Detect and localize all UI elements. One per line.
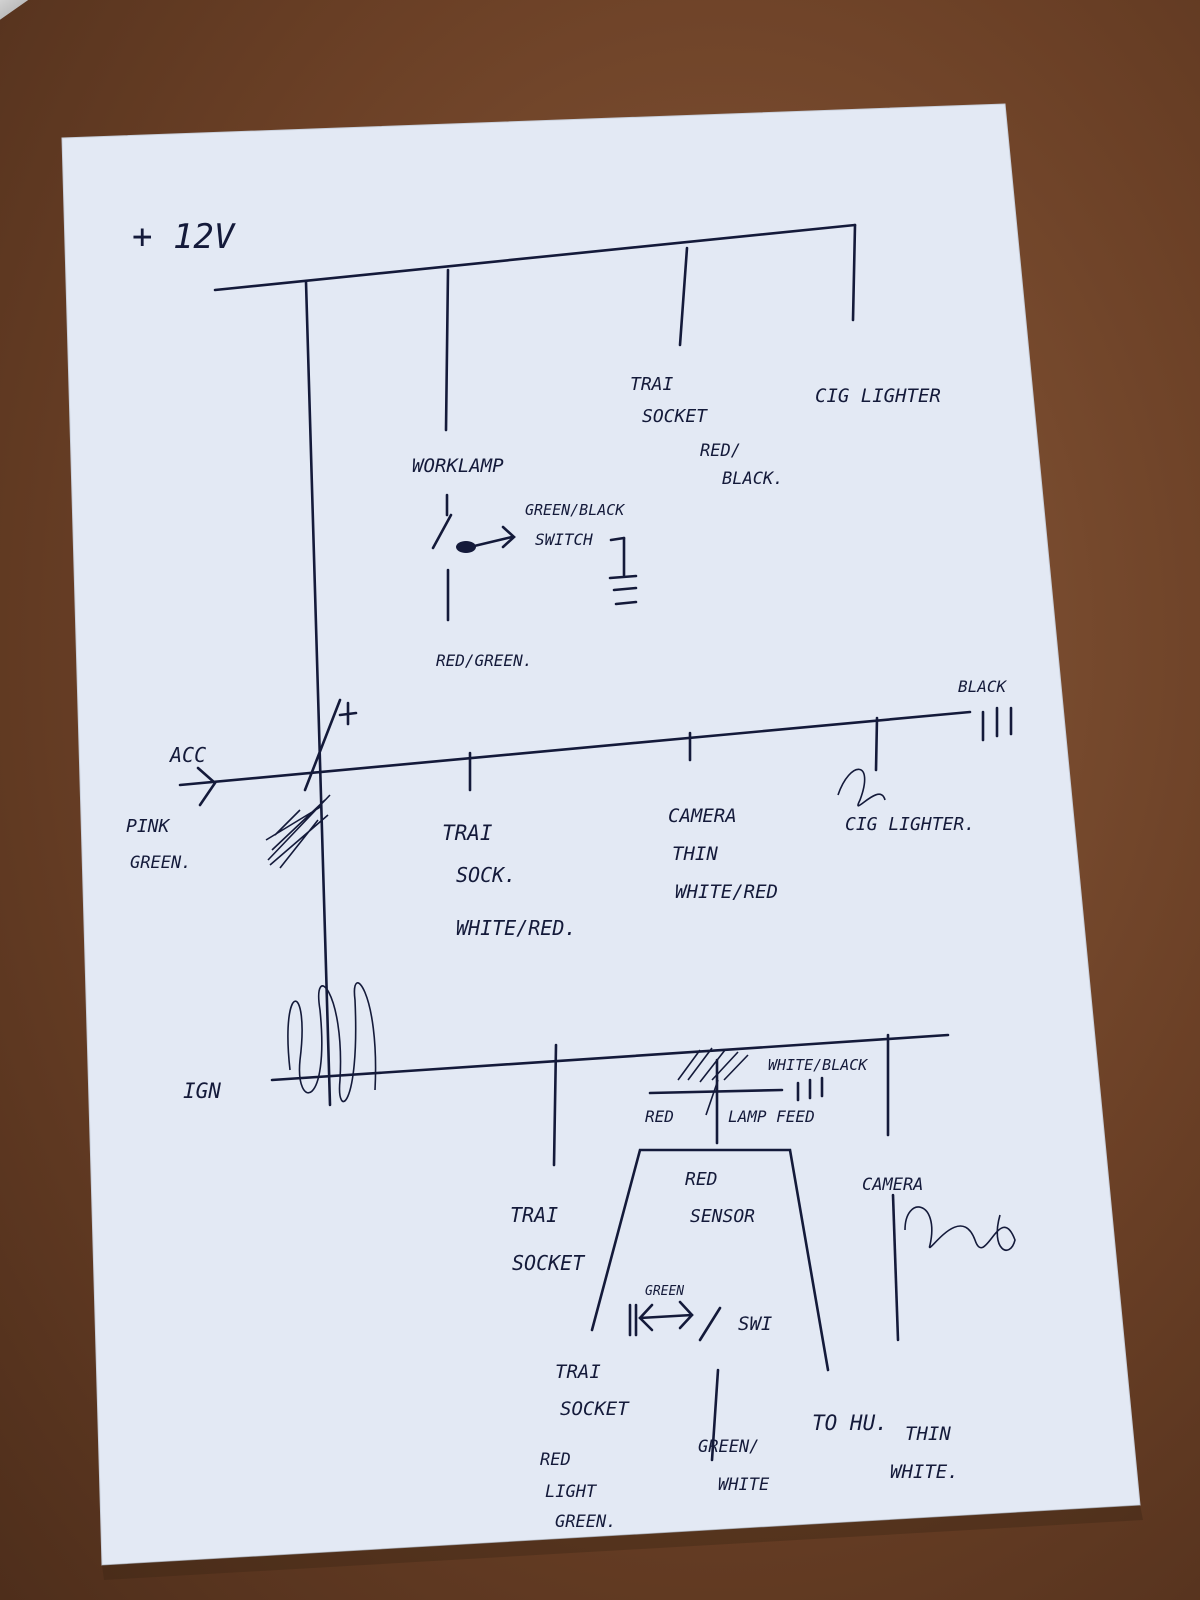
acc-wire-label-2: GREEN. [130, 853, 191, 873]
trailer-wire-label-1: RED/ [700, 441, 741, 461]
worklamp-label: WORKLAMP [412, 455, 504, 477]
sensor-box [590, 1148, 830, 1372]
sensor-switch [698, 1306, 722, 1342]
ign-label: IGN [183, 1079, 221, 1103]
switch-wire-label: GREEN/BLACK [525, 501, 625, 519]
white-black-label: WHITE/BLACK [768, 1056, 868, 1074]
green-label: GREEN [645, 1284, 684, 1299]
lamp-feed-bar [648, 1088, 784, 1095]
ground-symbol-bar-1 [608, 574, 638, 580]
trailer-socket-drop [678, 246, 689, 347]
trailer-wire-label-2: BLACK. [722, 469, 783, 489]
acc-wire-label-1: PINK [126, 816, 171, 837]
red-light-green-label-1: RED [540, 1450, 571, 1470]
acc-scribble [265, 794, 331, 869]
trailer-b-label-2: SOCKET [560, 1398, 630, 1420]
ground-symbol-stem [609, 536, 626, 542]
cig-scribble [837, 768, 886, 807]
acc-camera-wire-label: WHITE/RED [675, 881, 778, 903]
acc-camera-label-1: CAMERA [668, 805, 737, 827]
cig-lighter-label-top: CIG LIGHTER [815, 385, 941, 407]
sensor-green-arrow [638, 1313, 694, 1320]
ground-symbol-bar-2 [612, 586, 638, 592]
sensor-out [710, 1368, 720, 1462]
sensor-green-arrow-l [638, 1303, 654, 1332]
worklamp-wire-label: RED/GREEN. [436, 651, 532, 670]
acc-trailer-label-2: SOCK. [456, 863, 516, 887]
green-white-label-2: WHITE [718, 1475, 770, 1495]
acc-trailer-wire-label: WHITE/RED. [456, 916, 576, 940]
thin-label: THIN [905, 1423, 951, 1445]
switch-arrow-shaft [468, 535, 514, 549]
lamp-feed-label: LAMP FEED [728, 1107, 815, 1126]
red-sensor-label-1: RED [685, 1169, 718, 1190]
main-vertical-feed [304, 280, 332, 1107]
acc-fuse-slash [303, 698, 342, 792]
red-light-green-label-2: LIGHT [545, 1482, 598, 1502]
acc-cig-drop [874, 716, 879, 772]
paper-shadow [102, 1505, 1143, 1580]
ign-trailer-label-1: TRAI [510, 1203, 558, 1227]
lamp-feed-scribble [677, 1047, 749, 1116]
red-feed-label: RED [645, 1107, 674, 1126]
sensor-green-arrow-r [678, 1300, 694, 1330]
switch-b-label: SWI [738, 1313, 772, 1335]
red-light-green-label-3: GREEN. [555, 1512, 616, 1532]
acc-label: ACC [168, 743, 206, 767]
green-white-label-1: GREEN/ [698, 1437, 759, 1457]
bus-12v-line [213, 223, 857, 292]
ign-camera-drop [891, 1193, 900, 1342]
acc-camera-label-2: THIN [672, 843, 718, 865]
worklamp-drop [444, 268, 450, 432]
paper-sheet [61, 103, 1141, 1566]
black-ground-label: BLACK [958, 677, 1008, 696]
acc-arrow [196, 766, 217, 807]
switch-lever [431, 513, 453, 550]
trailer-b-label-1: TRAI [555, 1361, 601, 1383]
bus-12v-drop-right [851, 223, 857, 322]
trailer-socket-label-2: SOCKET [642, 406, 708, 427]
white-label: WHITE. [890, 1461, 959, 1483]
switch-arrow-head [501, 525, 516, 549]
ign-trailer-label-2: SOCKET [512, 1251, 586, 1275]
red-sensor-label-2: SENSOR [690, 1206, 755, 1227]
acc-cig-lighter-label: CIG LIGHTER. [845, 814, 975, 835]
ign-bus-line [270, 1033, 950, 1082]
switch-contact [456, 541, 476, 553]
switch-label: SWITCH [535, 530, 593, 549]
trailer-socket-label-1: TRAI [630, 374, 674, 395]
ign-scribble [287, 982, 377, 1103]
supply-label: + 12V [132, 217, 236, 257]
camera-ign-label: CAMERA [862, 1175, 923, 1195]
ign-trailer-drop [552, 1043, 558, 1167]
ground-symbol-bar-3 [614, 600, 638, 606]
acc-trailer-label-1: TRAI [442, 821, 493, 845]
to-hu-label: TO HU. [812, 1411, 888, 1435]
camera-scribble [904, 1206, 1016, 1251]
